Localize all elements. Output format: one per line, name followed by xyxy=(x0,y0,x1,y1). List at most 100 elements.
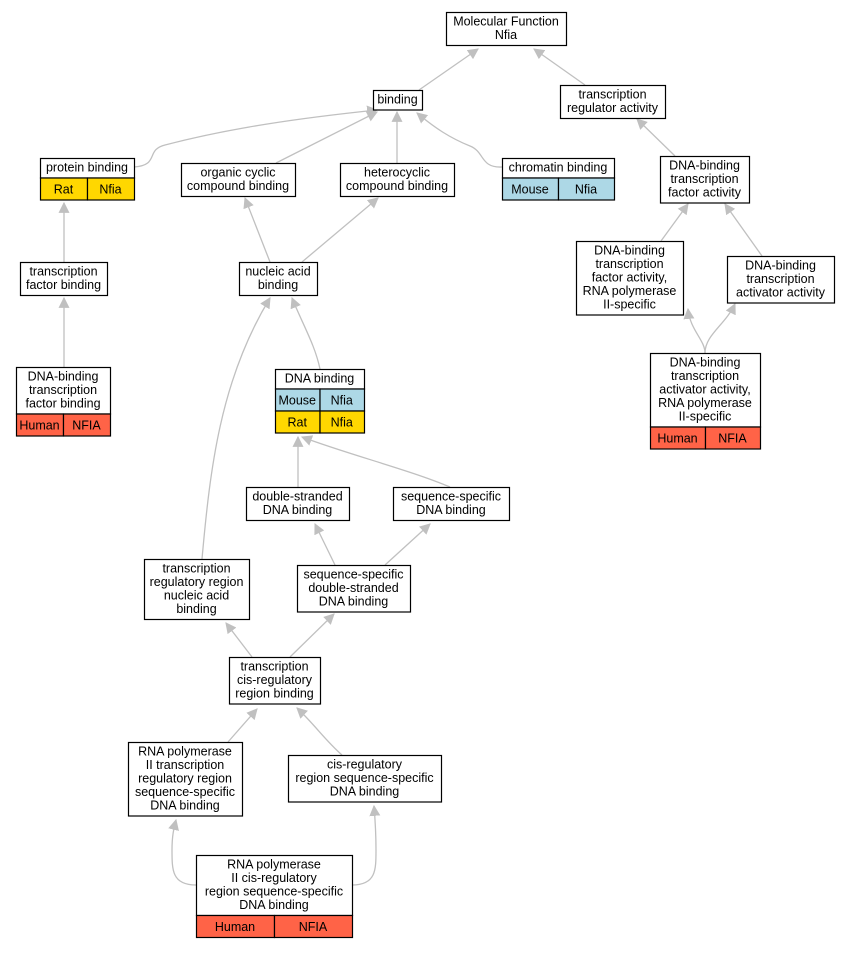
gene-label: Nfia xyxy=(331,416,353,430)
node-box xyxy=(287,754,443,803)
node-label-line: region sequence-specific xyxy=(205,885,343,899)
edge-ss_ds_dna_binding-to-sequence_specific_dna_binding xyxy=(384,523,431,566)
species-label: Human xyxy=(215,920,255,934)
edge-binding-to-molecular_function xyxy=(418,48,479,91)
node-box xyxy=(127,741,244,817)
node-label-line: DNA-binding xyxy=(670,356,741,370)
node-label-line: binding xyxy=(258,278,298,292)
edge-nucleic_acid_binding-to-organic_cyclic_compound_binding xyxy=(243,196,271,263)
node-box xyxy=(392,486,511,522)
gene-cell xyxy=(319,410,366,434)
gene-cell xyxy=(62,413,112,437)
edge-nucleic_acid_binding-to-heterocyclic_compound_binding xyxy=(301,197,379,263)
edge-ss_ds_dna_binding-to-double_stranded_dna_binding xyxy=(314,523,336,566)
species-label: Rat xyxy=(54,183,74,197)
node-label-line: II transcription xyxy=(146,758,225,772)
edge-dna_binding_tf_activator_activity-to-dna_binding_tf_activity xyxy=(724,203,763,257)
node-label-line: DNA binding xyxy=(319,595,389,609)
node-label-line: transcription xyxy=(595,257,663,271)
node-label-line: region binding xyxy=(235,687,314,701)
node-label-line: regulatory region xyxy=(138,772,232,786)
node-label-line: Molecular Function xyxy=(453,15,559,29)
node-label-line: activator activity, xyxy=(659,383,750,397)
gene-cell xyxy=(86,177,136,201)
edge-transcription_cis_regulatory_region_binding-to-ss_ds_dna_binding xyxy=(289,613,335,658)
node-binding[interactable]: binding xyxy=(372,89,424,111)
node-label-line: DNA binding xyxy=(263,503,333,517)
edge-transcription_regulator_activity-to-molecular_function xyxy=(533,48,586,86)
edge-rnap2_cis_regulatory_region_ss_dna_binding-to-cis_regulatory_region_ss_dna_binding xyxy=(351,804,381,886)
node-label-line: double-stranded xyxy=(308,581,398,595)
node-label-line: RNA polymerase xyxy=(227,858,321,872)
node-label-line: RNA polymerase xyxy=(583,284,677,298)
node-label-line: DNA binding xyxy=(150,799,220,813)
node-label-line: sequence-specific xyxy=(303,568,403,582)
node-box xyxy=(659,155,751,204)
node-label-line: factor binding xyxy=(26,278,101,292)
node-label-line: DNA binding xyxy=(330,785,400,799)
node-label-line: compound binding xyxy=(346,179,448,193)
gene-cell xyxy=(273,914,354,939)
node-label-line: factor activity, xyxy=(592,271,667,285)
node-label-line: binding xyxy=(377,93,417,107)
node-label-line: DNA-binding xyxy=(669,159,740,173)
gene-label: Nfia xyxy=(575,183,597,197)
edge-dna_binding_tf_activator_activity_rnap2-to-dna_binding_tf_activity_rnap2 xyxy=(683,307,706,354)
node-box xyxy=(143,558,251,621)
node-label-line: II-specific xyxy=(603,298,656,312)
edge-dna_binding-to-nucleic_acid_binding xyxy=(290,296,321,370)
species-label: Mouse xyxy=(278,394,316,408)
node-box xyxy=(372,89,424,111)
species-label: Rat xyxy=(288,416,308,430)
node-label-line: transcription xyxy=(29,265,97,279)
edge-chromatin_binding-to-binding xyxy=(416,112,503,168)
edge-organic_cyclic_compound_binding-to-binding xyxy=(275,111,378,164)
gene-cell xyxy=(704,426,762,450)
node-label-line: regulator activity xyxy=(567,101,659,115)
node-box xyxy=(180,162,297,198)
node-box xyxy=(296,564,412,613)
species-label: Human xyxy=(19,419,59,433)
node-label-line: transcription xyxy=(240,660,308,674)
node-label-line: DNA-binding xyxy=(745,259,816,273)
edge-dna_binding_tf_activity-to-transcription_regulator_activity xyxy=(636,118,676,157)
edge-protein_binding-to-binding xyxy=(133,105,379,168)
node-label-line: nucleic acid xyxy=(164,589,229,603)
node-label-line: factor activity xyxy=(668,186,742,200)
node-label-line: transcription xyxy=(29,383,97,397)
node-box xyxy=(228,656,322,705)
node-box xyxy=(445,11,568,47)
gene-label: NFIA xyxy=(299,920,328,934)
edge-rnap2_transcription_regulatory_region_ss_dna_binding-to-transcription_cis_regulatory_region_binding xyxy=(227,708,258,743)
node-box xyxy=(559,84,667,120)
node-label-line: Nfia xyxy=(495,28,517,42)
node-label-line: compound binding xyxy=(187,179,289,193)
node-box xyxy=(15,366,112,415)
gene-label: NFIA xyxy=(718,432,747,446)
